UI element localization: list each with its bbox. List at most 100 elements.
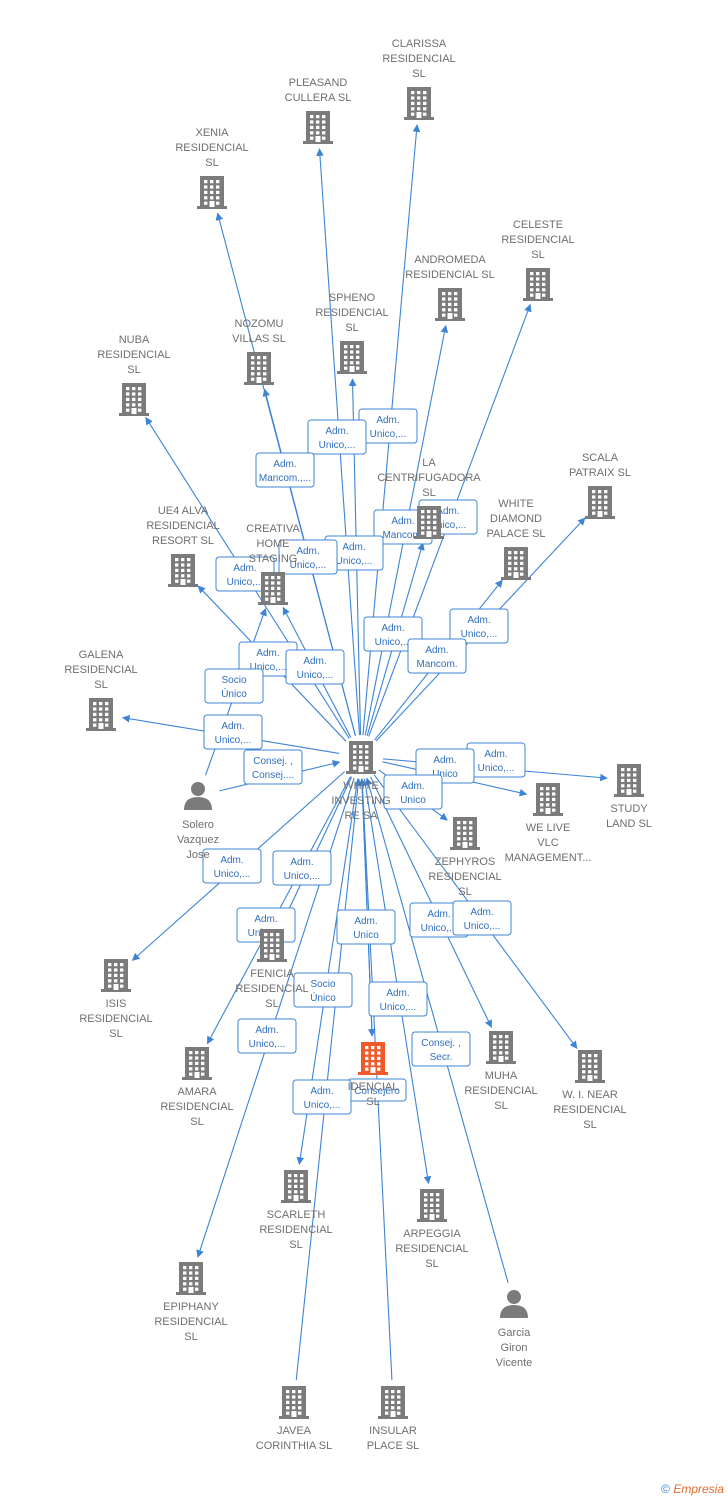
edge-label-text: Unico,... [290, 560, 327, 571]
edge-label-text: Consej.... [252, 770, 294, 781]
edge-garcia-center [365, 777, 509, 1283]
edge-label-center-fenicia[interactable]: Adm.Unico,... [272, 850, 332, 886]
building-icon [404, 87, 434, 120]
edge-label-text: Adm. [310, 1086, 333, 1097]
edge-label-text: Único [310, 991, 336, 1004]
node-label: PALACE SL [486, 528, 545, 540]
edge-label-text: Adm. [290, 857, 313, 868]
node-label: SL [190, 1116, 203, 1128]
node-label: SL [205, 157, 218, 169]
building-icon [575, 1050, 605, 1083]
brand-logo[interactable]: Empresia [673, 1482, 724, 1496]
node-label: RESIDENCIAL [235, 983, 308, 995]
edge-label-text: Adm. [354, 916, 377, 927]
edge-label-center-zephyros[interactable]: Adm.Unico [383, 774, 443, 810]
node-label: SL [345, 322, 358, 334]
node-label: PATRAIX SL [569, 467, 631, 479]
edge-label-center-scarleth[interactable]: Adm.Unico,... [292, 1079, 352, 1115]
edge-label-center-arpeggia[interactable]: Adm.Unico,... [368, 981, 428, 1017]
edge-label-center-study[interactable]: Adm.Unico,... [466, 742, 526, 778]
node-label: CLARISSA [392, 38, 447, 50]
edge-label-text: Unico,... [464, 921, 501, 932]
edge-label-center-isis[interactable]: Adm.Unico,... [202, 848, 262, 884]
edge-label-text: Secr. [430, 1052, 453, 1063]
node-label: SL [531, 249, 544, 261]
edge-labels-layer: Adm.Unico,...Adm.Unico,...Adm.Mancom.,..… [202, 408, 526, 1115]
node-label: WHITE [498, 498, 533, 510]
edge-label-text: Adm. [233, 563, 256, 574]
node-label: RESIDENCIAL [259, 1224, 332, 1236]
node-label: VLC [537, 837, 558, 849]
edge-label-center-winear[interactable]: Adm.Unico,... [452, 900, 512, 936]
edge-label-center-epiphany[interactable]: Adm.Unico,... [237, 1018, 297, 1054]
edge-label-center-pleasand[interactable]: Adm.Unico,... [307, 419, 367, 455]
edge-label-text: Único [221, 687, 247, 700]
edge-label-center-clarissa[interactable]: Adm.Unico,... [358, 408, 418, 444]
node-label: SCALA [582, 452, 619, 464]
edge-label-center-creativa[interactable]: Adm.Unico,... [285, 649, 345, 685]
node-label: RESIDENCIAL [464, 1085, 537, 1097]
edge-label-center-nuba[interactable]: Adm.Unico,... [215, 556, 275, 592]
node-spheno[interactable]: SPHENO RESIDENCIAL SL [315, 292, 389, 374]
edge-label-center-xenia[interactable]: Adm.Mancom.,... [255, 452, 315, 488]
node-scala[interactable]: SCALA PATRAIX SL [569, 452, 631, 519]
node-label: SL [109, 1028, 122, 1040]
node-label: SL [412, 68, 425, 80]
edge-label-center-nozomu[interactable]: Adm.Unico,... [278, 539, 338, 575]
edge-label-center-galena[interactable]: Adm.Unico,... [203, 714, 263, 750]
building-icon [197, 176, 227, 209]
edge-label-focus-center[interactable]: Adm.Unico [336, 909, 396, 945]
edge-label-text: Socio [221, 675, 246, 686]
edge-label-text: Adm. [427, 909, 450, 920]
node-label: Jose [186, 849, 209, 861]
node-label: HOME [257, 538, 290, 550]
node-label: SL [265, 998, 278, 1010]
edge-label-garcia-center[interactable]: Consej. ,Secr. [411, 1031, 471, 1067]
node-welive[interactable]: WE LIVEVLCMANAGEMENT... [505, 783, 592, 864]
node-label: SPHENO [329, 292, 376, 304]
node-label: PLACE SL [367, 1440, 420, 1452]
building-icon [86, 698, 116, 731]
node-label: INVESTING [331, 795, 390, 807]
building-icon [258, 572, 288, 605]
edge-label-center-scala[interactable]: Adm.Unico,... [449, 608, 509, 644]
node-label: RESIDENCIAL [315, 307, 388, 319]
edge-label-solero-center[interactable]: Consej. ,Consej.... [243, 749, 303, 785]
node-label: NOZOMU [235, 318, 284, 330]
edge-label-text: Unico,... [297, 670, 334, 681]
edge-label-center-whitediamond[interactable]: Adm.Mancom. [407, 638, 467, 674]
building-icon [244, 352, 274, 385]
node-label: IDENCIAL [348, 1081, 399, 1093]
